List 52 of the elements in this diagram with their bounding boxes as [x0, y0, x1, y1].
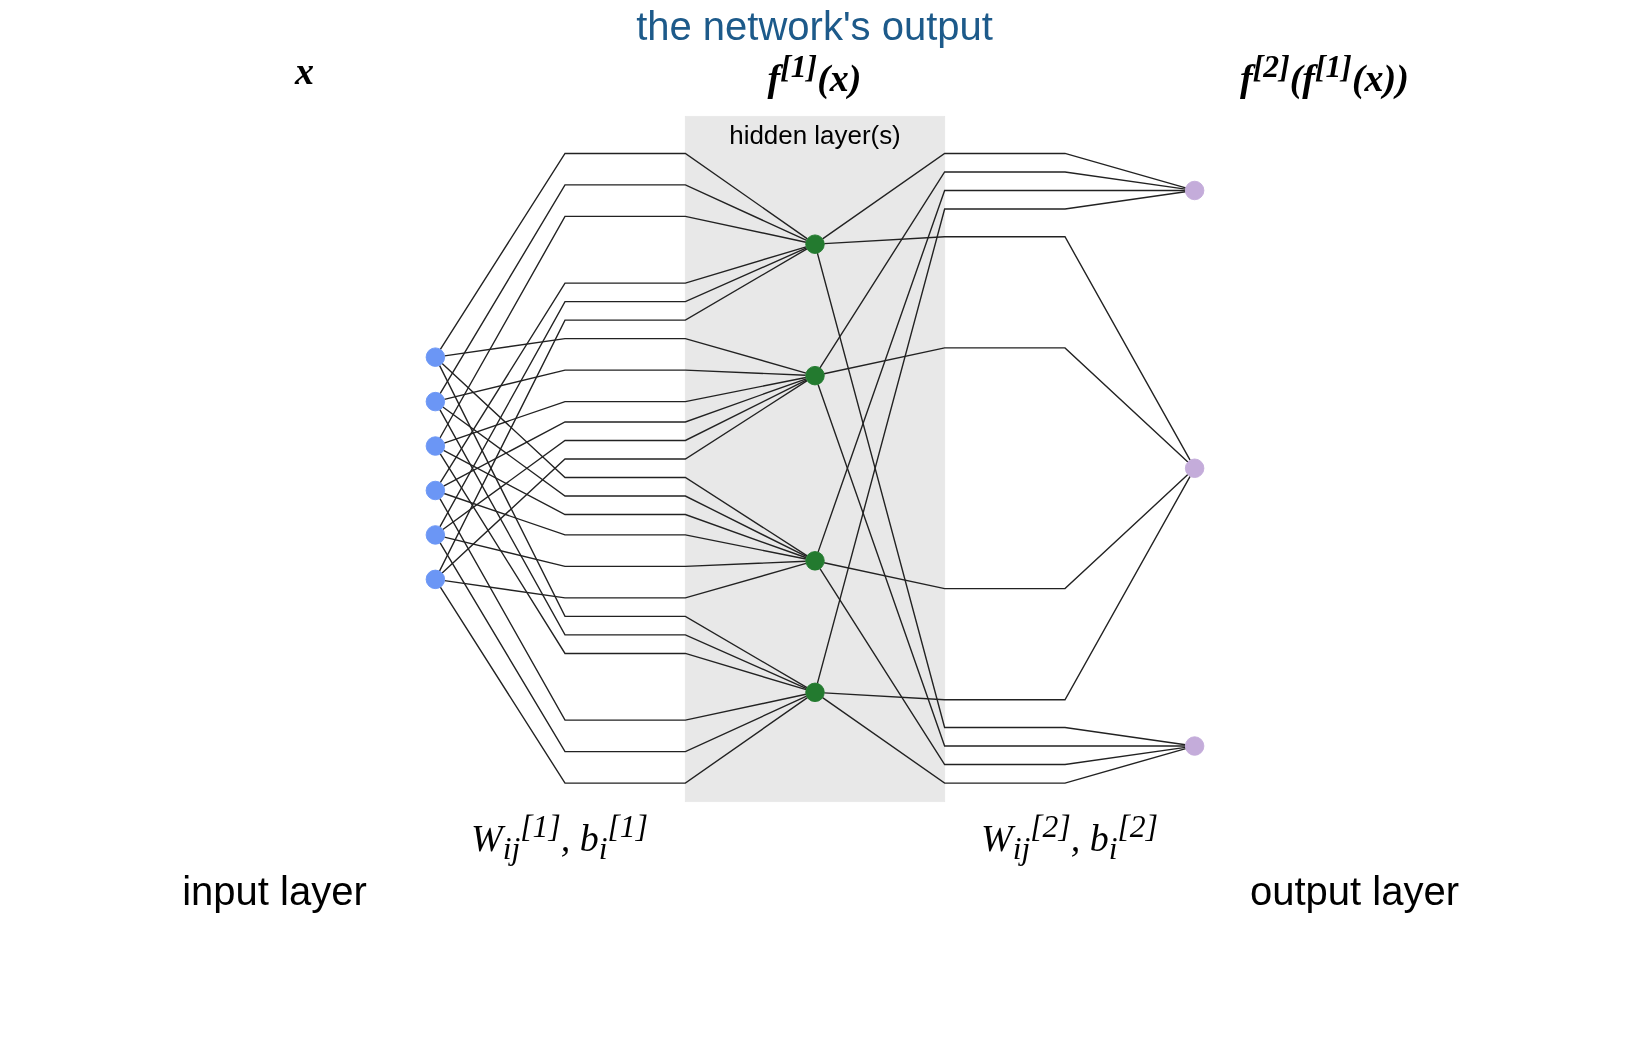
connector [442, 376, 807, 444]
connector [442, 492, 807, 560]
connector [822, 347, 1189, 463]
connector [822, 473, 1189, 590]
connector [438, 497, 807, 721]
connector [439, 453, 807, 691]
connector [443, 536, 806, 568]
node-circle [425, 480, 445, 501]
connector [440, 362, 808, 557]
connector [816, 191, 1186, 685]
cluster: hidden layer(s) [684, 115, 945, 803]
connector [818, 171, 1186, 369]
connector [816, 383, 1186, 747]
connector [438, 184, 807, 395]
node-circle [804, 682, 825, 703]
node-circle [804, 234, 825, 254]
node-circle [425, 347, 445, 367]
connector [441, 406, 807, 558]
node-circle [1184, 180, 1204, 201]
node-circle [1184, 736, 1204, 756]
layer-label: input layer [182, 869, 367, 914]
connector [439, 246, 807, 484]
connector [443, 369, 806, 401]
connector [818, 567, 1186, 766]
layer-label: output layer [1250, 869, 1459, 914]
network-output-label: f$^{[2]}$(f$^{[1]}$(x)) [1240, 49, 1409, 100]
connector [438, 542, 807, 753]
title: the network's output [635, 4, 994, 49]
connector [816, 189, 1186, 553]
hidden-output-label: f$^{[1]}$(x) [767, 49, 862, 100]
connector [443, 337, 807, 374]
connector [821, 696, 1186, 784]
connector [439, 586, 808, 784]
node-circle [804, 365, 825, 386]
connector [440, 379, 808, 574]
connector [438, 215, 807, 439]
connector [441, 379, 807, 531]
input-variable-label: x [295, 49, 314, 93]
connector [823, 475, 1191, 701]
connector [439, 152, 808, 351]
node-circle [425, 569, 445, 590]
node-circle [1184, 458, 1204, 478]
connector [442, 378, 807, 487]
node-circle [804, 551, 825, 571]
connector [442, 449, 807, 559]
connector [821, 152, 1186, 240]
node-circle [425, 391, 445, 412]
node-circle [425, 436, 445, 456]
connector [816, 252, 1186, 746]
connector [443, 562, 807, 599]
connector [823, 236, 1191, 461]
node-circle [425, 525, 445, 545]
